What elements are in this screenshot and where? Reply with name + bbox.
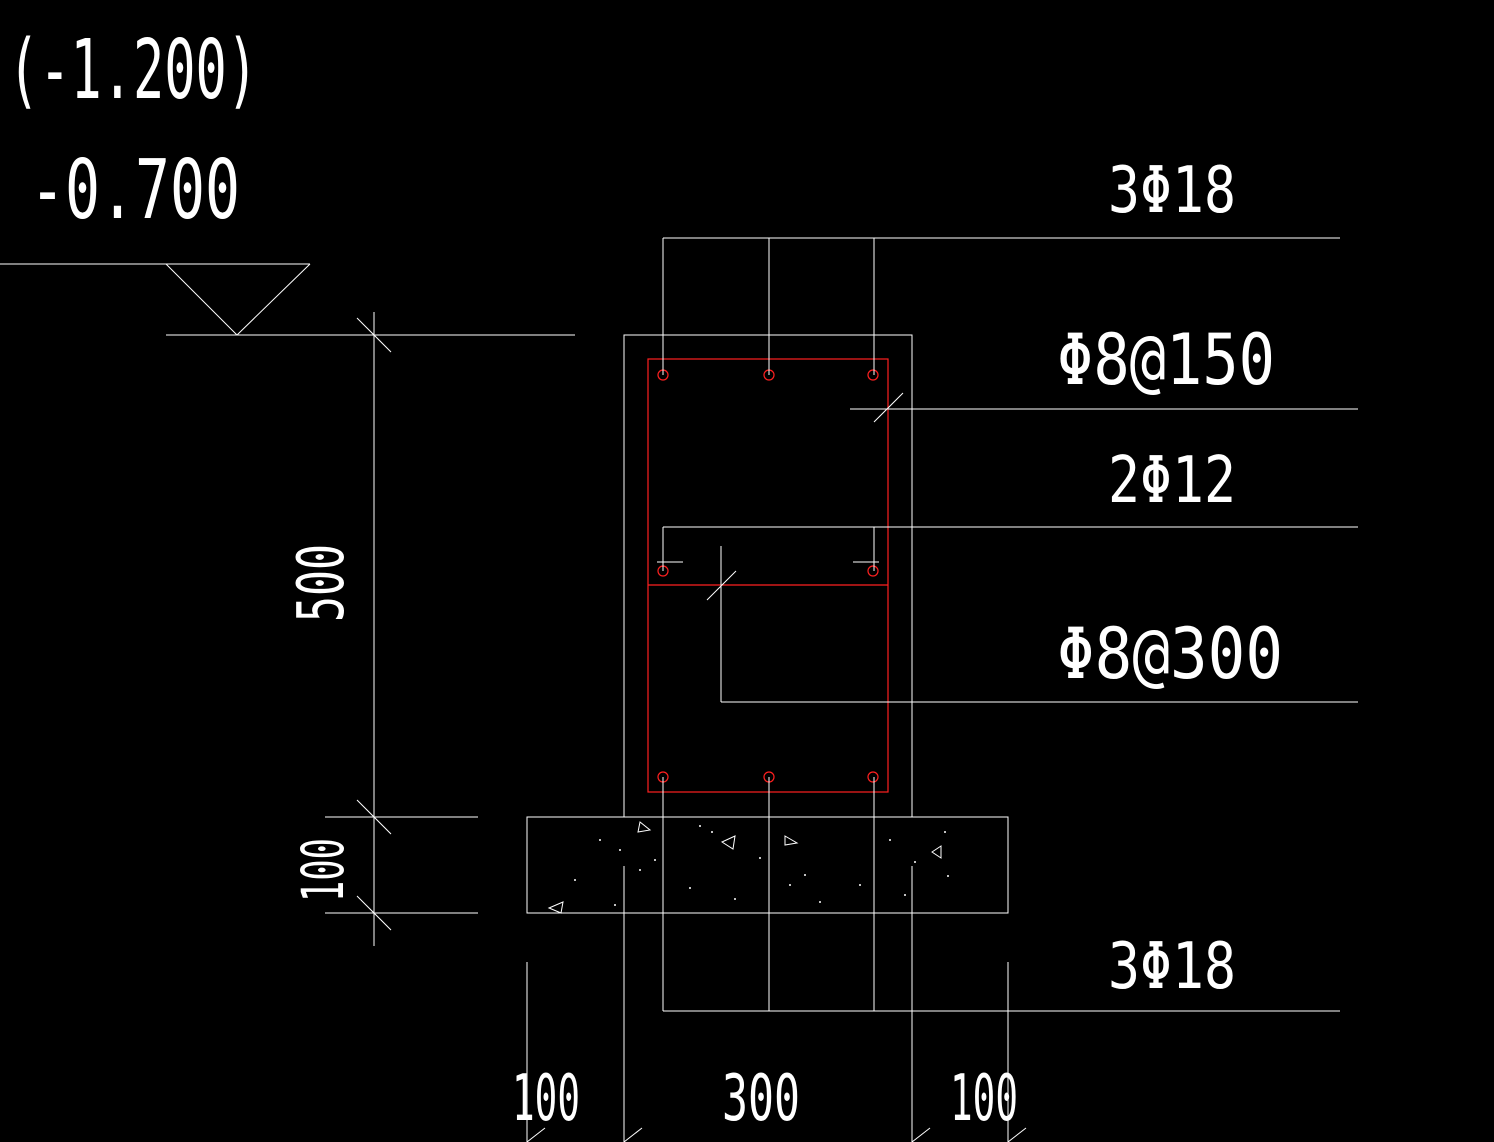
leader-stirrup-main xyxy=(850,392,1358,423)
horizontal-dimension-lines xyxy=(526,866,1027,1142)
leader-top-bars xyxy=(662,237,1340,375)
callout-waist-bars: 2Φ12 xyxy=(1108,444,1236,518)
dimension-bed-thickness: 100 xyxy=(289,838,357,902)
leader-waist-bars xyxy=(662,526,1358,571)
callout-stirrup-main: Φ8@150 xyxy=(1057,319,1275,401)
dimension-beam-width: 300 xyxy=(722,1062,800,1136)
callout-bottom-bars: 3Φ18 xyxy=(1108,930,1236,1004)
elevation-secondary: (-1.200) xyxy=(8,23,258,118)
dimension-beam-height: 500 xyxy=(285,544,359,622)
dimension-left-offset: 100 xyxy=(512,1062,580,1136)
rebar-waist-row xyxy=(657,565,879,577)
rebar-bottom-row xyxy=(657,771,879,783)
leader-bottom-bars xyxy=(662,777,1340,1012)
concrete-bedding xyxy=(526,816,1009,914)
vertical-dimension-line xyxy=(325,312,478,946)
elevation-primary: -0.700 xyxy=(30,143,240,238)
dimension-right-offset: 100 xyxy=(950,1062,1018,1136)
stirrup-cage xyxy=(647,358,889,793)
rebar-top-row xyxy=(657,369,879,381)
callout-tie-bars: Φ8@300 xyxy=(1057,613,1283,695)
callout-top-bars: 3Φ18 xyxy=(1108,154,1236,228)
beam-outline xyxy=(623,334,913,818)
leader-tie-bars xyxy=(706,546,1358,703)
elevation-marker xyxy=(0,263,575,336)
